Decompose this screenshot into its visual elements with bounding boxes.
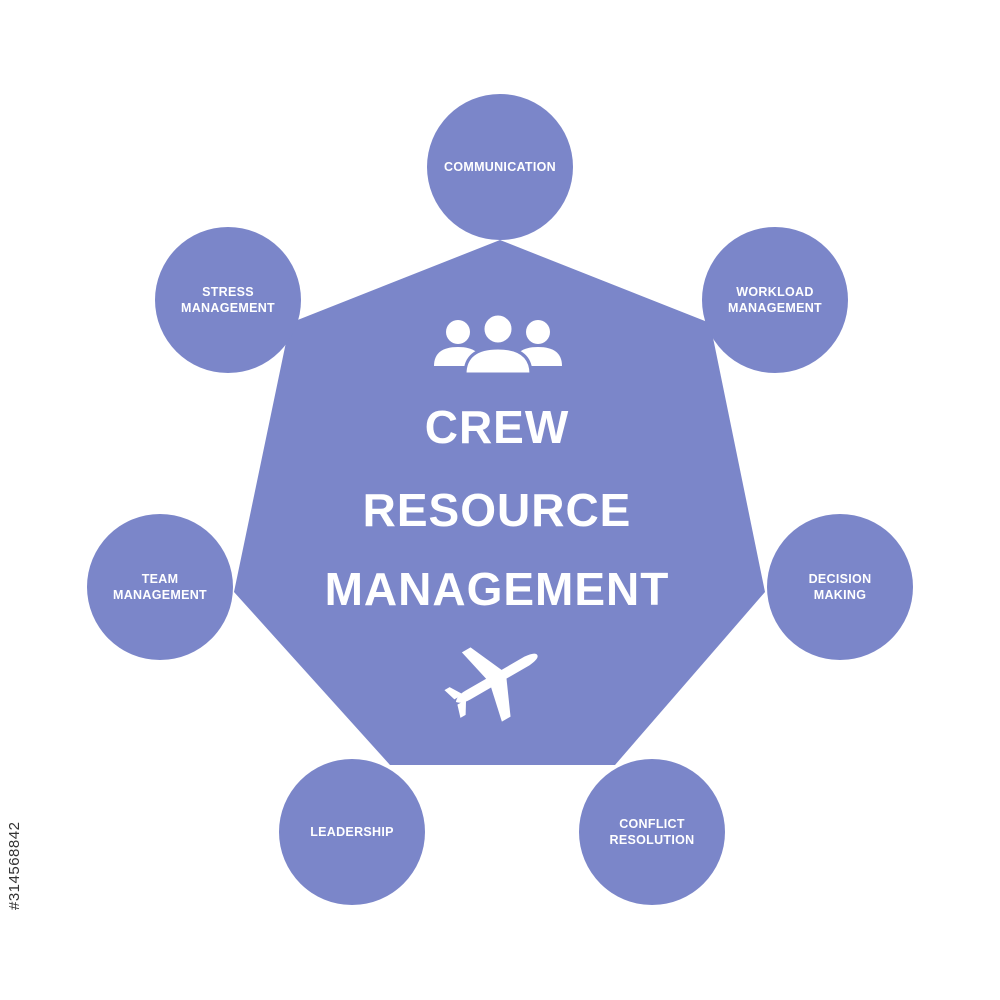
node-conflict-resolution: CONFLICT RESOLUTION: [579, 759, 725, 905]
node-circle-communication: [427, 94, 573, 240]
center-title-line-1: CREW: [425, 401, 570, 453]
node-circle-conflict-resolution: [579, 759, 725, 905]
node-circle-leadership: [279, 759, 425, 905]
node-label-stress-management-line-2: MANAGEMENT: [181, 301, 275, 315]
center-title-line-2: RESOURCE: [363, 484, 632, 536]
node-stress-management: STRESS MANAGEMENT: [155, 227, 301, 373]
node-workload-management: WORKLOAD MANAGEMENT: [702, 227, 848, 373]
node-circle-decision-making: [767, 514, 913, 660]
node-circle-workload-management: [702, 227, 848, 373]
node-label-workload-management-line-2: MANAGEMENT: [728, 301, 822, 315]
airplane-icon: [444, 647, 538, 722]
node-label-team-management-line-1: TEAM: [142, 572, 179, 586]
node-label-workload-management-line-1: WORKLOAD: [736, 285, 813, 299]
node-label-leadership-line-1: LEADERSHIP: [310, 825, 394, 839]
node-label-team-management-line-2: MANAGEMENT: [113, 588, 207, 602]
node-label-stress-management-line-1: STRESS: [202, 285, 254, 299]
node-label-decision-making-line-1: DECISION: [809, 572, 872, 586]
node-circle-stress-management: [155, 227, 301, 373]
center-title-line-3: MANAGEMENT: [325, 563, 670, 615]
node-circle-team-management: [87, 514, 233, 660]
node-label-decision-making-line-2: MAKING: [814, 588, 867, 602]
node-communication: COMMUNICATION: [427, 94, 573, 240]
stock-id-watermark: #314568842: [6, 821, 23, 910]
team-people-icon: [434, 312, 562, 376]
center-heptagon: [234, 240, 765, 765]
node-team-management: TEAM MANAGEMENT: [87, 514, 233, 660]
node-decision-making: DECISION MAKING: [767, 514, 913, 660]
node-label-conflict-resolution-line-1: CONFLICT: [619, 817, 685, 831]
node-label-conflict-resolution-line-2: RESOLUTION: [610, 833, 695, 847]
node-label-communication-line-1: COMMUNICATION: [444, 160, 556, 174]
node-leadership: LEADERSHIP: [279, 759, 425, 905]
skill-nodes: COMMUNICATION WORKLOAD MANAGEMENT DECISION M…: [87, 94, 913, 905]
